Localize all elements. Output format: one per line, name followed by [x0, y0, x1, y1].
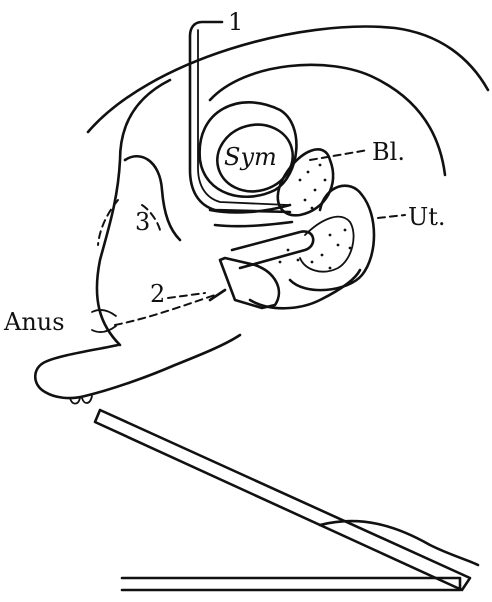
label-instrument-1: 1: [228, 8, 243, 36]
vaginal-wall-lower: [215, 222, 292, 226]
label-anus: Anus: [3, 308, 65, 336]
rectal-probe: [35, 335, 240, 398]
uterus-outline: [290, 186, 374, 290]
perineum-contour: [125, 156, 180, 240]
label-instrument-2: 2: [150, 280, 165, 308]
label-symphysis: Sym: [224, 143, 277, 171]
base-bar: [122, 578, 460, 590]
uterus-cavity: [300, 217, 354, 272]
leader-uterus: [378, 215, 405, 218]
label-instrument-3: 3: [135, 208, 150, 236]
leader-2: [168, 293, 205, 298]
leg-contour: [320, 521, 478, 565]
label-bladder: Bl.: [372, 138, 405, 166]
label-uterus: Ut.: [408, 203, 446, 231]
anus-pointer-top: [92, 310, 116, 316]
table-plank: [95, 410, 470, 590]
anus-pointer-bottom: [92, 326, 116, 332]
leader-bladder: [310, 150, 368, 160]
instrument-1-rod: [190, 22, 290, 212]
